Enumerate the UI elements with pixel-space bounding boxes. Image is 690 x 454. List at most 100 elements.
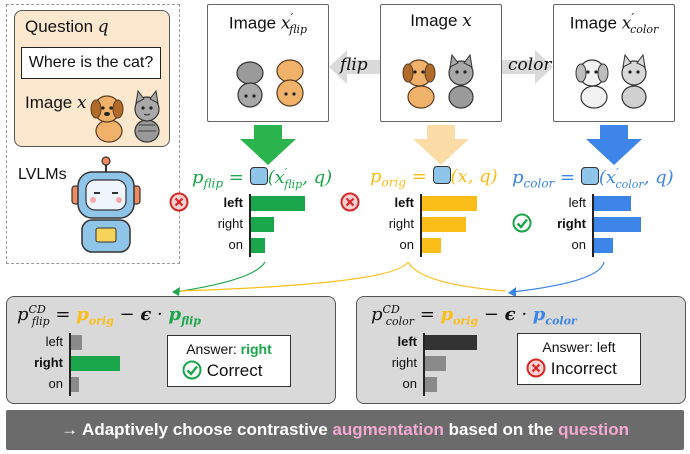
color-transform-label: color [508,55,552,75]
check-icon [512,213,532,233]
verdict-flip: Correct [182,360,262,381]
bar-label-left: left [394,195,415,210]
bar-right [421,217,466,232]
image-label-flip: Image x′flip [228,11,308,37]
flipped-cat-icon [236,61,264,108]
chart-axis [423,333,425,396]
bar-label-right: right [557,216,586,231]
bar-left [250,196,305,211]
bar-on [424,377,437,392]
image-card-orig: Image x [380,4,502,122]
robot-mini-icon [580,167,599,185]
gray-dog-icon [575,59,609,109]
robot-icon [71,156,141,253]
check-icon [182,360,202,380]
answer-box-flip: Answer: right Correct [167,335,291,387]
bar-label-on: on [399,237,414,252]
flipped-cat-dog-illustration [236,59,304,108]
bar-label-right: right [391,355,417,370]
summary-banner: → Adaptively choose contrastive augmenta… [6,410,684,450]
bar-label-on: on [48,376,63,391]
bar-left [424,335,478,350]
bar-label-left: left [45,334,63,349]
distribution-flip: left right on [169,192,325,260]
bar-label-left: left [223,195,244,210]
flip-down-arrow [240,125,296,165]
bar-left [421,196,478,211]
question-panel: Question q Where is the cat? Image x [14,10,170,147]
bar-label-on: on [402,376,417,391]
image-label-color: Image x′color [569,11,659,37]
image-card-flip: Image x′flip [207,4,329,122]
bar-left [593,196,631,211]
bar-on [250,238,266,253]
orig-down-arrow [413,125,469,165]
wrong-mark-icon [169,192,189,217]
bar-right [250,217,275,232]
bar-label-right: right [217,216,243,231]
bar-label-left: left [397,334,418,349]
bar-on [70,377,80,392]
question-text-box: Where is the cat? [21,47,161,79]
chart-axis [420,194,422,257]
model-label: LVLMs [18,166,67,183]
cd-panel-color: pCDcolor = porig − ϵ · pcolor left right o… [356,296,686,404]
dog-icon [90,95,124,143]
orig-dog-cat-illustration [402,53,474,109]
bar-on [421,238,441,253]
correct-mark-icon [512,213,532,238]
equation-color: pcolor = (x′color, q) [512,166,674,191]
dog-icon [402,59,436,109]
robot-mini-icon [432,166,451,184]
bar-left [70,335,83,350]
image-label-orig: Image x [410,11,472,31]
dog-cat-illustration [90,89,160,143]
cd-distribution-color: left right on [361,333,501,399]
connector-arrowhead [508,287,516,297]
answer-text-flip: Answer: right [186,341,272,357]
cat-icon [134,89,160,143]
bar-label-on: on [571,237,586,252]
cd-distribution-flip: left right on [7,333,147,399]
connector-arrowhead [172,287,180,296]
question-title: Question q [25,17,109,37]
chart-axis [69,333,71,396]
flip-transform-label: flip [340,55,368,75]
bar-right [593,217,642,232]
cd-equation-color: pCDcolor = porig − ϵ · pcolor [371,303,577,328]
bar-label-left: left [568,195,586,210]
gray-cat-icon [621,53,647,109]
color-down-arrow [586,125,642,165]
question-image-label: Image x [25,93,87,113]
bar-on [593,238,613,253]
bar-label-right: right [388,216,414,231]
bar-label-on: on [228,237,243,252]
cat-icon [448,53,474,109]
image-card-color: Image x′color [553,4,675,122]
cd-equation-flip: pCDflip = porig − ϵ · pflip [17,303,201,328]
verdict-color: Incorrect [526,358,617,379]
flip-transform-arrow [329,50,380,84]
chart-axis [249,194,251,257]
flipped-dog-icon [276,59,304,107]
answer-box-color: Answer: left Incorrect [517,333,641,385]
distribution-orig: left right on [340,192,496,260]
grayscale-dog-cat-illustration [575,53,647,109]
wrong-mark-icon [340,192,360,217]
cross-icon [340,192,360,212]
cross-icon [526,358,546,378]
bar-label-right: right [34,355,63,370]
cross-icon [169,192,189,212]
equation-orig: porig = (x, q) [370,166,498,190]
answer-text-color: Answer: left [542,339,616,355]
color-transform-arrow [502,50,553,84]
bar-right [424,356,447,371]
bar-right [70,356,120,371]
distribution-color: left right on [512,194,666,260]
chart-axis [592,194,594,257]
robot-mini-icon [249,167,268,185]
equation-flip: pflip = (x′flip, q) [192,166,333,191]
input-region [6,4,180,264]
